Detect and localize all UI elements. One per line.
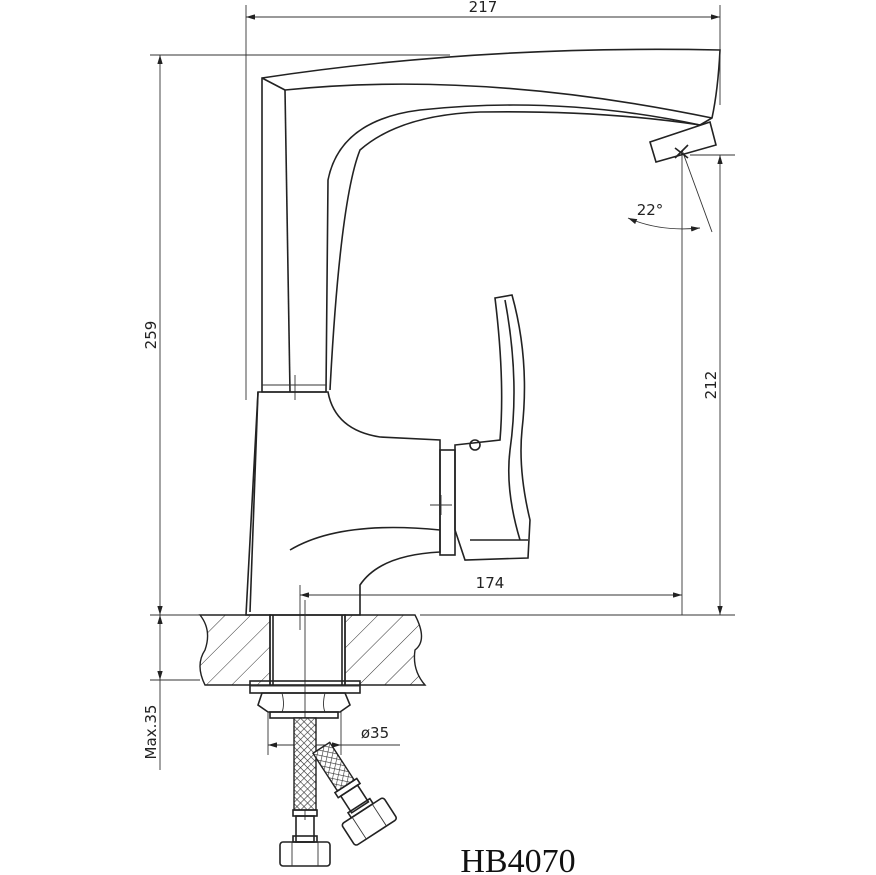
faucet-body <box>245 391 456 630</box>
dimension-angle: 22° <box>627 149 713 233</box>
dimension-max-thickness: Max.35 <box>142 615 200 770</box>
dimension-width-label: 217 <box>469 0 498 16</box>
faucet-spout <box>261 48 721 400</box>
dimension-reach-label: 174 <box>476 574 505 592</box>
dimension-angle-label: 22° <box>637 201 664 219</box>
dimension-hole-diameter-label: ø35 <box>361 724 389 742</box>
countertop-section <box>198 600 427 820</box>
dimension-spout-height: 212 <box>420 154 735 616</box>
dimension-spout-height-label: 212 <box>702 371 720 400</box>
faucet-handle-lever[interactable] <box>454 294 531 561</box>
dimension-width: 217 <box>245 0 721 400</box>
dimension-max-thickness-label: Max.35 <box>142 705 160 760</box>
model-number: HB4070 <box>460 843 575 875</box>
dimension-height: 259 <box>142 54 450 616</box>
supply-hose-right <box>311 741 397 846</box>
dimension-reach: 174 <box>300 574 682 598</box>
supply-hose-left <box>279 717 331 867</box>
dimension-height-label: 259 <box>142 321 160 350</box>
